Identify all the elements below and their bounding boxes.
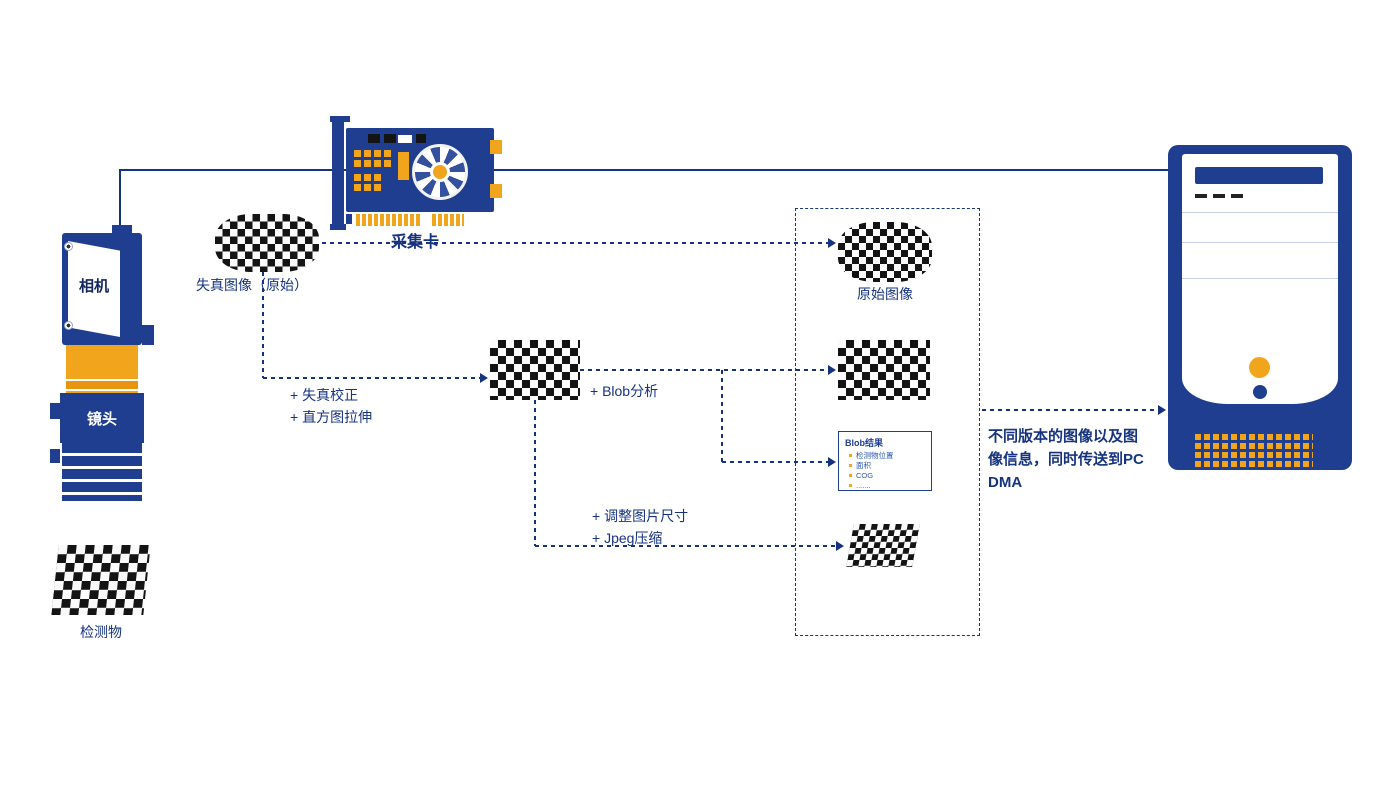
blob-result-title: Blob结果: [845, 438, 883, 448]
vent-icon: [1231, 194, 1243, 198]
camera-illustration: 相机 镜头: [48, 225, 158, 505]
processed-image-checkerboard: [838, 340, 930, 400]
lens-barrel: 镜头: [60, 393, 144, 443]
panel-seam: [1182, 242, 1338, 243]
flow-to-blob-result: [722, 461, 828, 463]
flow-branch-blob: [721, 370, 723, 462]
lens-side-knob: [50, 403, 60, 419]
capture-card-illustration: 采集卡: [330, 116, 502, 252]
arrowhead-original: [828, 238, 836, 248]
pc-tower-illustration: [1168, 145, 1352, 470]
card-bracket-tab: [330, 224, 346, 230]
camera-face-panel: [68, 241, 120, 337]
arrowhead-blob-result: [828, 457, 836, 467]
panel-seam: [1182, 278, 1338, 279]
arrowhead-jpeg: [836, 541, 844, 551]
vent-icon: [1195, 194, 1207, 198]
original-image-label: 原始图像: [857, 286, 913, 302]
camera-to-pc-line: [119, 169, 1168, 171]
blob-step: + Blob分析: [590, 383, 659, 399]
fan-icon: [412, 144, 468, 200]
flow-distorted-down: [262, 272, 264, 378]
blob-result-item: COG: [845, 471, 925, 481]
flow-to-jpeg: [535, 545, 836, 547]
arrowhead-corrected: [480, 373, 488, 383]
card-edge-port: [490, 140, 502, 154]
card-edge-port: [490, 184, 502, 198]
resize-steps: + 调整图片尺寸 + Jpeg压缩: [592, 505, 688, 549]
gold-pins-icon: [432, 214, 464, 226]
gold-pins-icon: [356, 214, 422, 226]
correction-step-1: + 失真校正: [290, 387, 359, 403]
correction-steps: + 失真校正 + 直方图拉伸: [290, 384, 372, 428]
chip-icon: [398, 135, 412, 143]
screw-icon: [64, 242, 73, 251]
distorted-image-label: 失真图像（原始）: [196, 277, 308, 293]
camera-connector-tab: [112, 225, 132, 235]
flow-corrected-to-box: [580, 369, 828, 371]
optical-drive-slot: [1195, 167, 1323, 184]
flow-branch-resize: [534, 400, 536, 546]
jpeg-image-checkerboard: [846, 524, 920, 567]
bullet-icon: [849, 464, 852, 467]
capacitor-icon: [398, 152, 409, 180]
resize-step-2: + Jpeg压缩: [592, 530, 663, 546]
screw-icon: [64, 321, 73, 330]
blob-result-item: 面积: [845, 461, 925, 471]
blob-result-item: .......: [845, 481, 925, 491]
blob-result-item: 检测物位置: [845, 451, 925, 461]
original-image-checkerboard: [838, 222, 932, 282]
chip-icon: [384, 134, 396, 143]
lens-label: 镜头: [86, 411, 117, 428]
camera-label: 相机: [78, 278, 109, 295]
lens-side-knob: [50, 449, 60, 463]
correction-step-2: + 直方图拉伸: [290, 409, 373, 425]
speaker-grille-icon: [1195, 432, 1313, 467]
camera-side-port: [142, 325, 154, 345]
bullet-icon: [849, 484, 852, 487]
card-bracket-tab: [330, 116, 350, 122]
bullet-icon: [849, 454, 852, 457]
panel-seam: [1182, 212, 1338, 213]
chip-icon: [368, 134, 380, 143]
camera-body: 相机: [62, 233, 142, 345]
ram-block-icon: [354, 150, 392, 167]
bullet-icon: [849, 474, 852, 477]
ram-block-icon: [354, 174, 382, 191]
pc-transfer-note: 不同版本的图像以及图 像信息，同时传送到PC DMA: [988, 428, 1144, 491]
inspection-object-checkerboard: [51, 545, 151, 615]
flow-box-to-pc: [982, 409, 1158, 411]
inspection-object-label: 检测物: [80, 624, 122, 640]
pc-front-panel: [1182, 154, 1338, 404]
corrected-image-checkerboard: [490, 340, 580, 400]
lens-focus-rings: [62, 443, 142, 501]
flow-distorted-to-original: [322, 242, 828, 244]
blob-result-panel: Blob结果 检测物位置 面积 COG .......: [838, 431, 932, 491]
card-pcb: [346, 128, 502, 212]
image-set-dashed-box: [795, 208, 980, 636]
distorted-image-checkerboard: [215, 214, 319, 272]
arrowhead-corrected-copy: [828, 365, 836, 375]
chip-icon: [416, 134, 426, 143]
card-bracket: [332, 118, 344, 226]
flow-to-corrected: [263, 377, 480, 379]
lens-mount-ring: [66, 345, 138, 393]
power-button-icon: [1249, 357, 1270, 378]
fan-hub-icon: [433, 165, 447, 179]
camera-line-vertical: [119, 169, 121, 229]
resize-step-1: + 调整图片尺寸: [592, 508, 689, 524]
capture-card-label: 采集卡: [390, 234, 439, 251]
vent-icon: [1213, 194, 1225, 198]
pcb-notch: [346, 214, 352, 224]
arrowhead-pc: [1158, 405, 1166, 415]
led-icon: [1253, 385, 1267, 399]
